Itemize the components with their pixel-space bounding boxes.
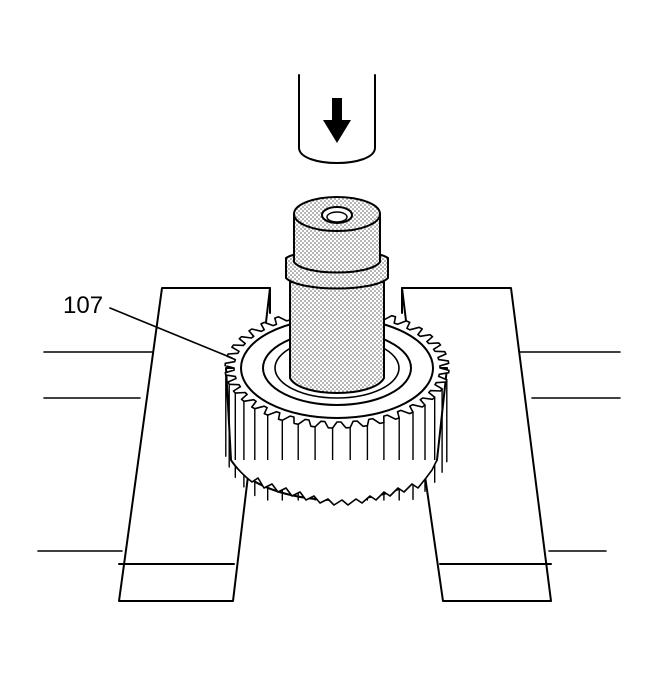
table-lines <box>37 351 621 552</box>
press-tool <box>285 196 389 394</box>
callout-leader-107 <box>109 307 233 359</box>
callout-label-gear: 107 <box>63 292 103 319</box>
down-arrow-icon <box>323 98 351 143</box>
